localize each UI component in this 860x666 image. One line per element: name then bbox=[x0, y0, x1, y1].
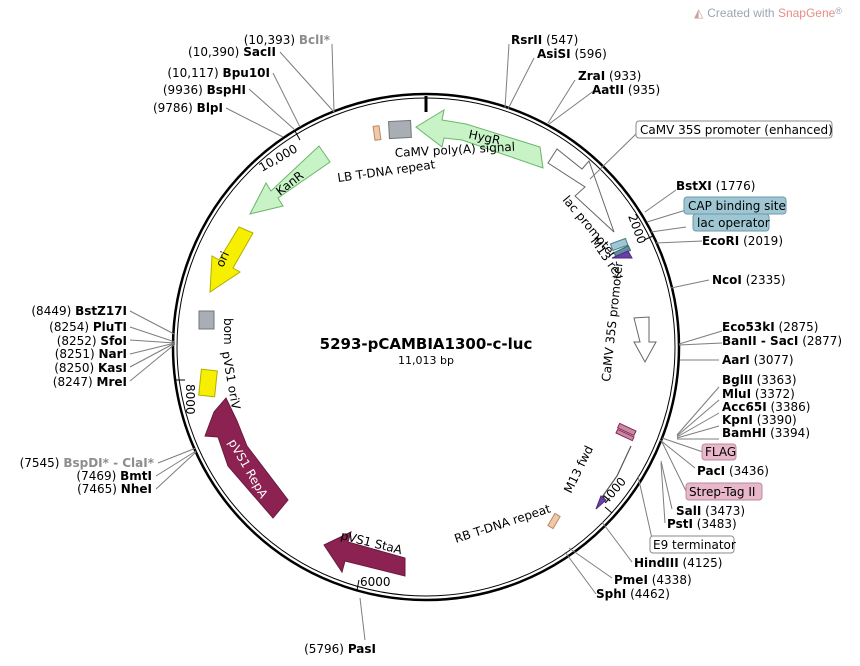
box-cap-binding-site: CAP binding site bbox=[683, 196, 787, 215]
flag-feature bbox=[616, 422, 637, 437]
site-pmei: PmeI (4338) bbox=[614, 573, 692, 587]
svg-text:CaMV 35S promoter (enhanced): CaMV 35S promoter (enhanced) bbox=[640, 123, 833, 137]
strep-tag-feature bbox=[615, 428, 635, 442]
svg-text:lac operator: lac operator bbox=[697, 216, 770, 230]
tick-label-8000: 8000 bbox=[183, 384, 197, 415]
pvs1-oriv-feature bbox=[198, 368, 218, 398]
site-bmti: (7469) BmtI bbox=[76, 469, 152, 483]
hygr-label: HygR bbox=[467, 127, 501, 147]
watermark-brand: SnapGene bbox=[777, 6, 836, 20]
rb-feature bbox=[547, 512, 561, 530]
kanr-feature bbox=[249, 145, 331, 215]
m13-rev-feature bbox=[611, 250, 633, 259]
rb-label: RB T-DNA repeat bbox=[453, 501, 553, 545]
site-kasi: (8250) KasI bbox=[54, 361, 127, 375]
tick-label-6000: 6000 bbox=[360, 575, 391, 589]
site-kpni: KpnI (3390) bbox=[722, 413, 797, 427]
camv35s-label: CaMV 35S promoter bbox=[599, 261, 626, 382]
site-blpi: (9786) BlpI bbox=[153, 101, 223, 115]
site-zrai: ZraI (933) bbox=[578, 69, 641, 83]
site-pasi: (5796) PasI bbox=[304, 642, 376, 656]
camv-polya-label: CaMV poly(A) signal bbox=[394, 140, 515, 160]
snapgene-watermark: ◭Created with SnapGene® bbox=[694, 6, 842, 20]
site-asisi: AsiSI (596) bbox=[537, 47, 607, 61]
site-ncoi: NcoI (2335) bbox=[712, 273, 786, 287]
pvs1-staa-feature bbox=[323, 531, 406, 577]
lb-feature bbox=[372, 125, 382, 141]
site-psti: PstI (3483) bbox=[667, 517, 737, 531]
bom-label: bom bbox=[221, 318, 235, 345]
site-aatii: AatII (935) bbox=[592, 83, 660, 97]
site-sacii: (10,390) SacII bbox=[188, 45, 276, 59]
site-bsphi: (9936) BspHI bbox=[163, 83, 246, 97]
hygr-feature bbox=[415, 108, 544, 169]
site-sfoi: (8252) SfoI bbox=[57, 334, 127, 348]
plasmid-length: 11,013 bp bbox=[398, 354, 454, 367]
site-banii-saci: BanII - SacI (2877) bbox=[722, 334, 842, 348]
lac-promoter-feature bbox=[547, 148, 615, 233]
box-lac-operator: lac operator bbox=[692, 213, 770, 232]
site-bspdi-clai: (7545) BspDI* - ClaI* bbox=[20, 456, 155, 470]
site-bglii: BglII (3363) bbox=[722, 373, 797, 387]
plasmid-name: 5293-pCAMBIA1300-c-luc bbox=[320, 335, 533, 353]
site-aari: AarI (3077) bbox=[722, 353, 794, 367]
lb-label: LB T-DNA repeat bbox=[336, 157, 436, 185]
box-e9-terminator: E9 terminator bbox=[649, 535, 736, 554]
m13-fwd-arc bbox=[599, 445, 632, 501]
site-bpu10i: (10,117) Bpu10I bbox=[167, 66, 270, 80]
bom-feature bbox=[198, 310, 215, 330]
box-camv-enhanced: CaMV 35S promoter (enhanced) bbox=[635, 120, 833, 139]
svg-text:Strep-Tag II: Strep-Tag II bbox=[689, 485, 755, 499]
site-bamhi: BamHI (3394) bbox=[722, 426, 810, 440]
snapgene-logo-icon: ◭ bbox=[694, 6, 704, 20]
site-rsrii: RsrII (547) bbox=[511, 33, 578, 47]
ori-feature bbox=[209, 226, 254, 293]
site-acc65i: Acc65I (3386) bbox=[722, 400, 810, 414]
tick-6000: 6000 bbox=[356, 575, 391, 591]
left-sites: (10,393) BclI* (10,390) SacII (10,117) B… bbox=[20, 33, 376, 656]
site-hindiii: HindIII (4125) bbox=[634, 556, 722, 570]
box-flag: FLAG bbox=[701, 443, 737, 461]
svg-text:CAP binding site: CAP binding site bbox=[688, 199, 786, 213]
site-pluti: (8254) PluTI bbox=[49, 320, 127, 334]
site-bstxi: BstXI (1776) bbox=[676, 179, 755, 193]
right-sites: RsrII (547) AsiSI (596) ZraI (933) AatII… bbox=[511, 33, 842, 601]
box-strep-tag: Strep-Tag II bbox=[685, 482, 763, 501]
ori-label: ori bbox=[213, 249, 232, 269]
watermark-prefix: Created with bbox=[707, 6, 778, 20]
camv-polya-feature bbox=[388, 119, 412, 140]
site-nhei: (7465) NheI bbox=[77, 482, 152, 496]
tick-label-2000: 2000 bbox=[625, 212, 649, 245]
site-mrei: (8247) MreI bbox=[53, 375, 127, 389]
watermark-reg: ® bbox=[835, 6, 842, 16]
svg-text:E9 terminator: E9 terminator bbox=[653, 538, 736, 552]
camv35s-feature bbox=[633, 316, 657, 364]
m13-fwd-label: M13 fwd bbox=[561, 443, 596, 495]
leader-lines bbox=[129, 43, 723, 641]
site-bcli: (10,393) BclI* bbox=[244, 33, 331, 47]
svg-text:FLAG: FLAG bbox=[705, 445, 736, 459]
backbone-outer bbox=[171, 92, 681, 602]
site-bstz17i: (8449) BstZ17I bbox=[31, 304, 127, 318]
tick-8000: 8000 bbox=[175, 379, 197, 415]
site-paci: PacI (3436) bbox=[697, 464, 769, 478]
site-nari: (8251) NarI bbox=[55, 347, 127, 361]
site-mlui: MluI (3372) bbox=[722, 387, 795, 401]
site-ecori: EcoRI (2019) bbox=[702, 234, 783, 248]
m13-fwd-feature bbox=[595, 495, 607, 510]
cap-site-feature bbox=[609, 237, 629, 252]
site-sphi: SphI (4462) bbox=[596, 587, 670, 601]
boxed-labels: CaMV 35S promoter (enhanced) CAP binding… bbox=[635, 120, 833, 554]
site-eco53ki: Eco53kI (2875) bbox=[722, 320, 818, 334]
pvs1-repa-feature bbox=[204, 397, 289, 519]
site-sali: SalI (3473) bbox=[676, 504, 745, 518]
